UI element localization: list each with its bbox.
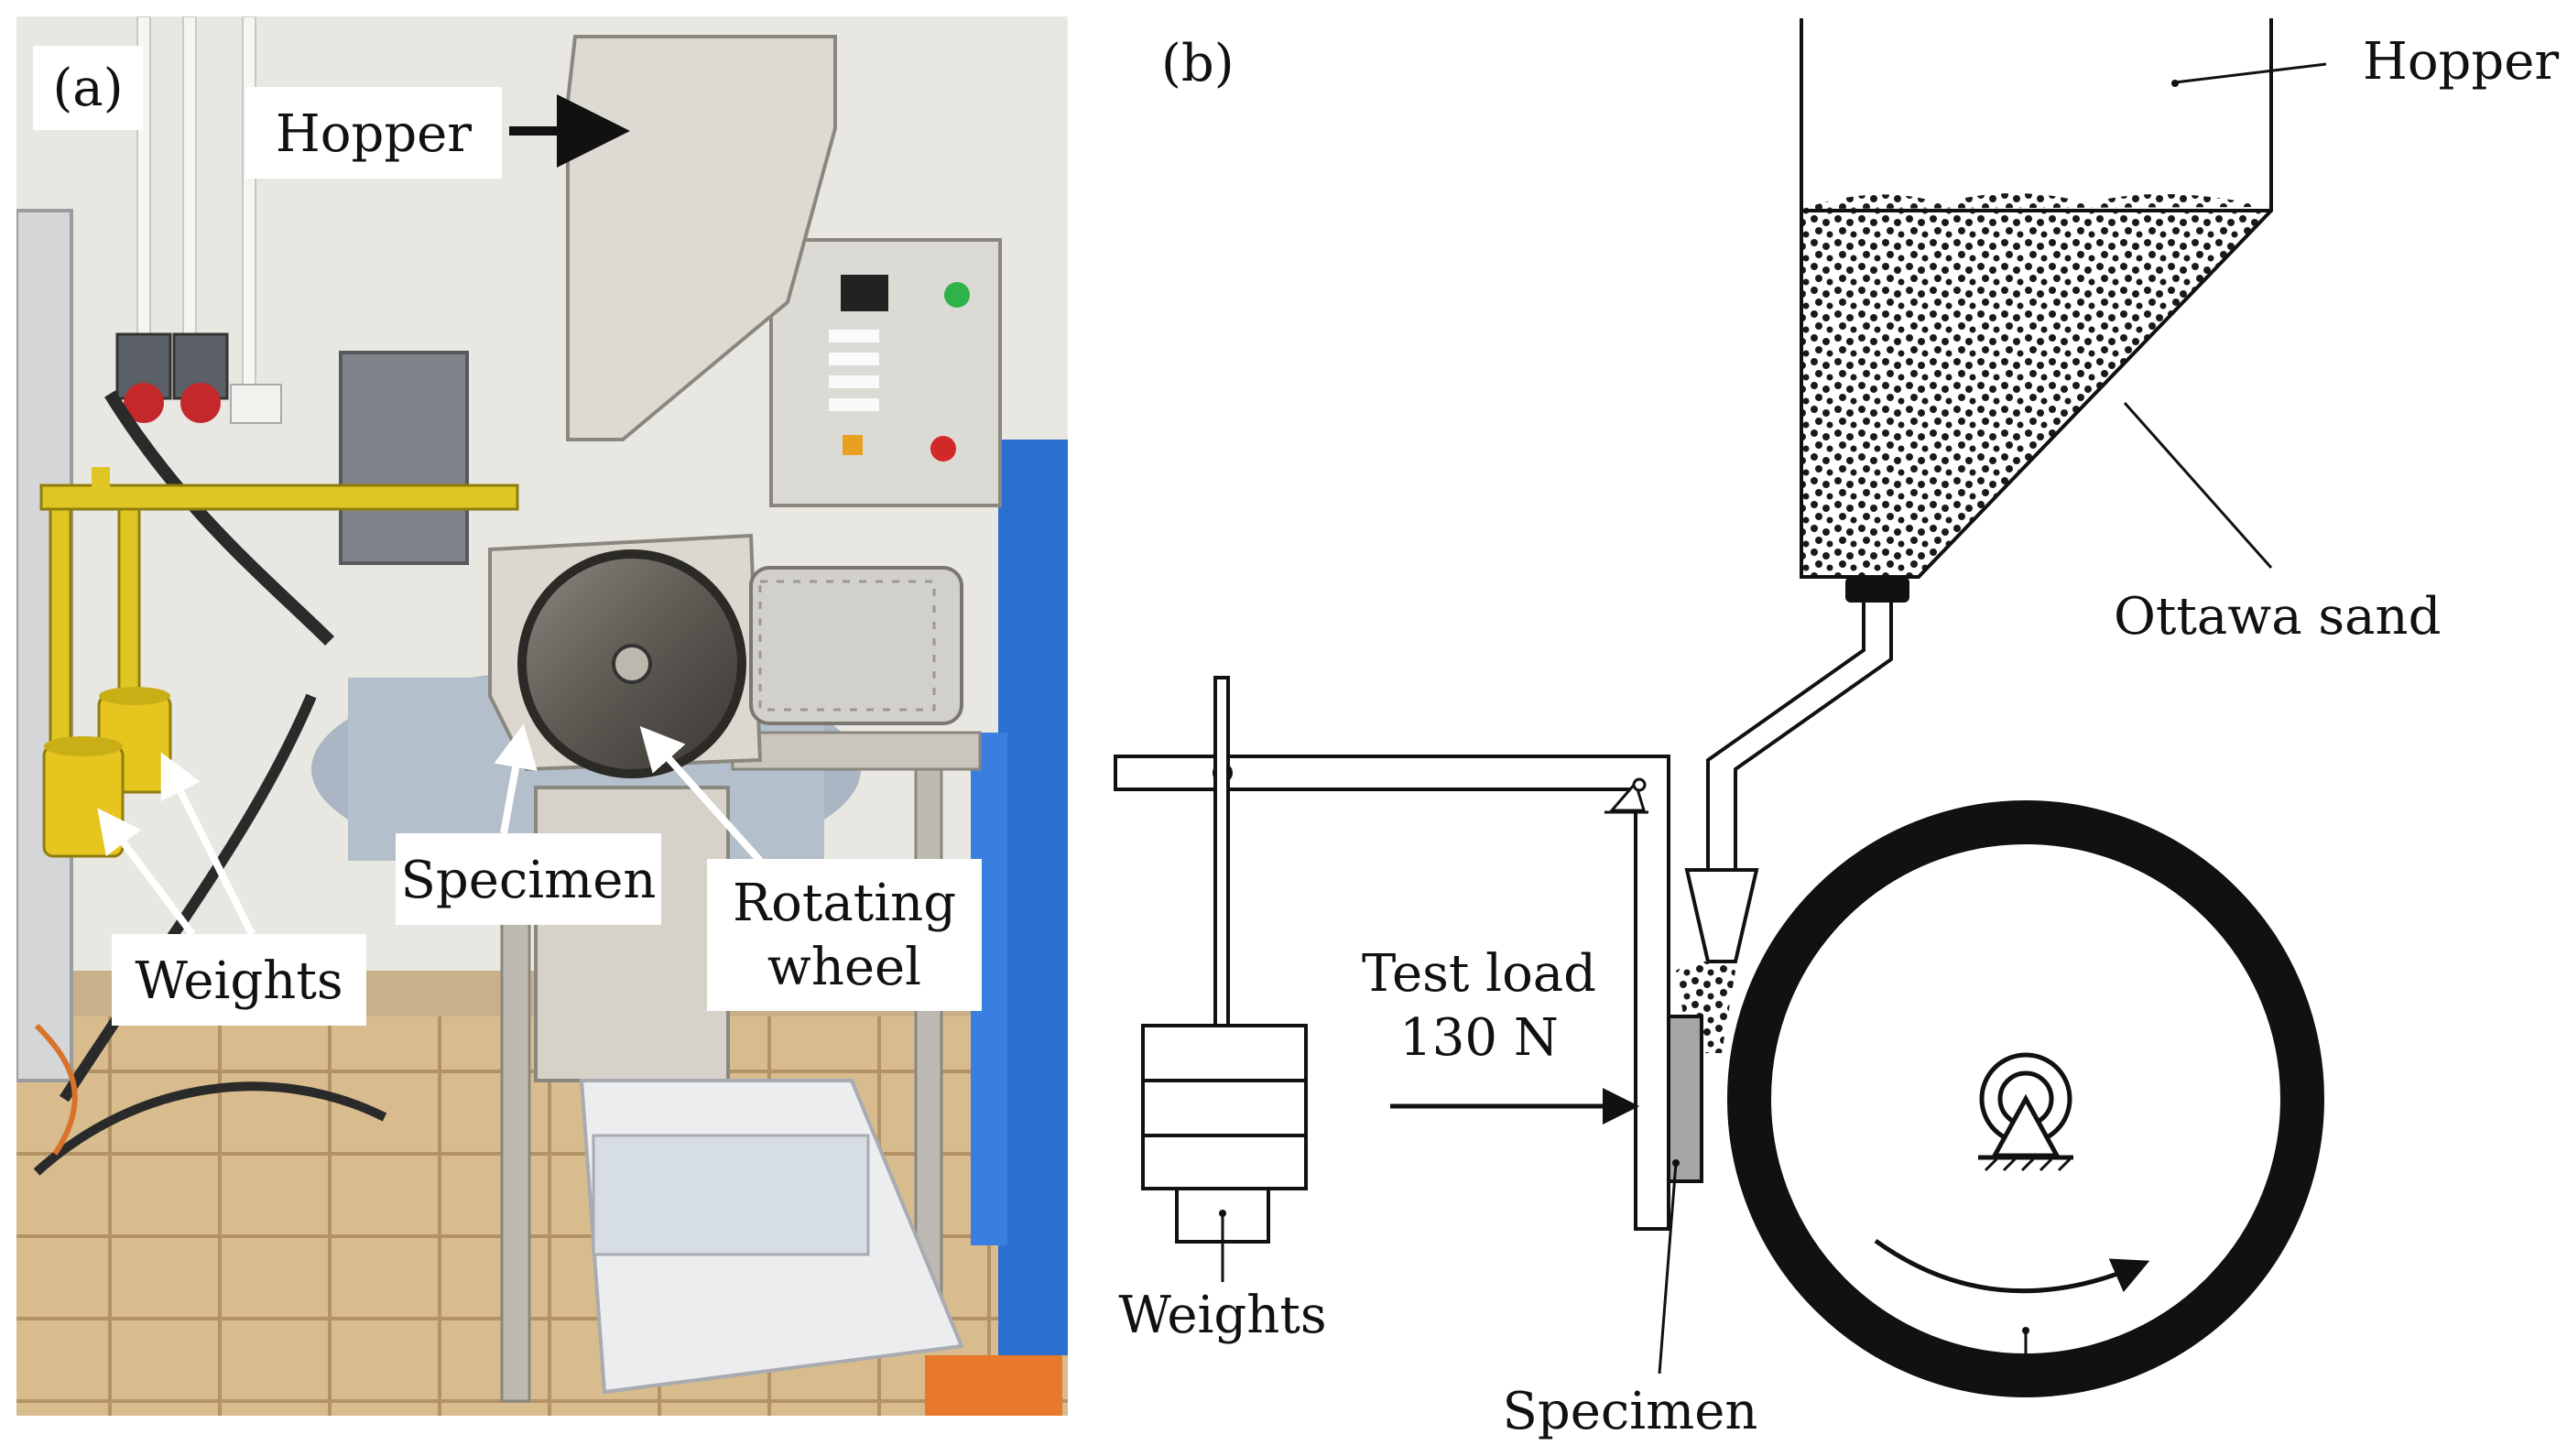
weight-plate-3 [1141, 1134, 1308, 1190]
test-load-label-line1: Test load [1362, 944, 1596, 1004]
rotating-wheel-label-box [707, 859, 982, 1011]
weight-plate-1 [1141, 1024, 1308, 1082]
weight-cylinder [42, 744, 125, 858]
wall-box [339, 351, 469, 565]
hanger-rod [1213, 676, 1230, 1027]
rotating-wheel-label-line1: Rotating [733, 874, 956, 933]
lever-arm-b [1114, 755, 1670, 1231]
motor [749, 566, 963, 725]
wheel-b [1727, 800, 2324, 1397]
hopper-leader [2174, 62, 2327, 84]
hopper-label-b: Hopper [2363, 32, 2559, 92]
weights-arrow-2 [160, 752, 256, 936]
lever-arm [39, 484, 519, 511]
machine-leg [500, 905, 531, 1403]
ottawa-sand-leader [2123, 402, 2273, 569]
ottawa-sand-label: Ottawa sand [2114, 587, 2441, 647]
specimen-label-box [396, 833, 661, 925]
rotating-wheel-label-line2: wheel [767, 938, 921, 997]
hopper-label: Hopper [276, 104, 472, 164]
panel-b-schematic: (b) Hopper Ottawa sand [1114, 18, 2559, 1441]
panel-a-tag-box [33, 46, 143, 130]
specimen-label-b: Specimen [1503, 1382, 1758, 1441]
weights-arrow-1 [97, 808, 196, 937]
blue-rack [998, 440, 1068, 1355]
wheel-arrow [639, 725, 763, 864]
panel-a-photo: (a) Hopper Specimen Rotating wheel Weigh… [16, 16, 1068, 1416]
hopper-label-box [245, 87, 502, 179]
rotation-arrow [1874, 1238, 2150, 1294]
hopper-nozzle [1845, 577, 1909, 603]
specimen-leader [1658, 1162, 1678, 1375]
weight-plate-2 [1141, 1079, 1308, 1137]
lower-housing [534, 786, 730, 1082]
device [925, 1355, 1062, 1416]
weights-label: Weights [135, 951, 343, 1011]
specimen-label: Specimen [401, 851, 657, 910]
specimen-arrow [494, 723, 538, 834]
hopper-outline [1800, 18, 2273, 579]
weights-label-b: Weights [1118, 1286, 1326, 1345]
feed-pipe-left [1706, 603, 1865, 870]
feed-funnel [1684, 868, 1759, 963]
panel-a-tag: (a) [52, 59, 123, 118]
feed-pipe-right [1734, 603, 1893, 870]
test-load-label-line2: 130 N [1399, 1008, 1559, 1068]
weights-label-box [112, 934, 366, 1026]
sand-fill [1803, 211, 2269, 575]
panel-b-tag: (b) [1161, 34, 1235, 93]
machine-leg [914, 749, 943, 1302]
